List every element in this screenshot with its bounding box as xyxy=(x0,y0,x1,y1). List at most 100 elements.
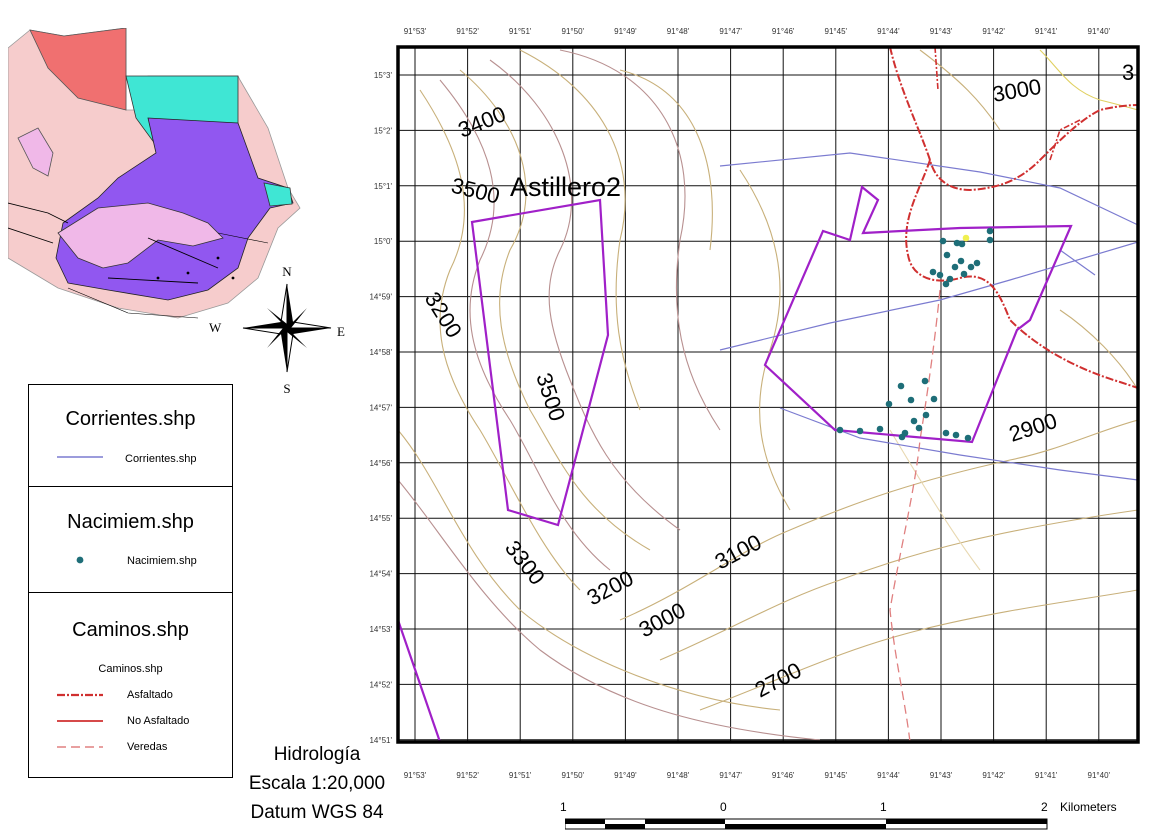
spring-dot xyxy=(876,425,884,433)
inset-locator-map xyxy=(8,28,320,338)
spring-dot xyxy=(936,271,944,279)
lat-tick: 14°55' xyxy=(369,514,392,523)
lon-tick-bottom: 91°41' xyxy=(1035,771,1058,780)
map-datum: Datum WGS 84 xyxy=(250,802,384,823)
spring-dot xyxy=(942,429,950,437)
legend-caminos-subtitle: Caminos.shp xyxy=(98,663,163,675)
lat-tick: 15°2' xyxy=(374,126,393,135)
legend-corrientes: Corrientes.shp Corrientes.shp xyxy=(28,384,233,488)
lon-tick-bottom: 91°43' xyxy=(930,771,953,780)
lon-tick-top: 91°45' xyxy=(825,27,848,36)
spring-dot xyxy=(836,426,844,434)
lat-ticks-left: 15°3'15°2'15°1'15°0'14°59'14°58'14°57'14… xyxy=(369,71,392,745)
lon-ticks-bottom: 91°53'91°52'91°51'91°50'91°49'91°48'91°4… xyxy=(404,771,1111,780)
map-frame xyxy=(396,45,1140,744)
main-map: 91°53'91°52'91°51'91°50'91°49'91°48'91°4… xyxy=(369,27,1140,780)
grid-lines xyxy=(398,47,1138,742)
boundary-fragment xyxy=(398,619,442,742)
map-title: Hidrología xyxy=(273,744,361,765)
contour-label: 3 xyxy=(1122,60,1134,85)
legend-caminos-item-2: Veredas xyxy=(127,741,168,753)
stream-line-icon xyxy=(57,456,103,458)
compass-n: N xyxy=(282,264,292,279)
lon-tick-bottom: 91°52' xyxy=(456,771,479,780)
lon-tick-top: 91°49' xyxy=(614,27,637,36)
spring-dot xyxy=(960,270,968,278)
spring-dot-icon xyxy=(76,556,84,564)
spring-dot xyxy=(943,251,951,259)
lat-tick: 14°59' xyxy=(369,293,392,302)
lat-tick: 14°56' xyxy=(369,459,392,468)
lon-tick-bottom: 91°45' xyxy=(825,771,848,780)
spring-dot xyxy=(939,237,947,245)
spring-dot xyxy=(946,275,954,283)
lat-tick: 15°3' xyxy=(374,71,393,80)
legend-corrientes-title: Corrientes.shp xyxy=(65,408,196,430)
map-scale-text: Escala 1:20,000 xyxy=(248,773,386,794)
boundary-polygon-east xyxy=(763,185,1073,444)
legend-corrientes-item: Corrientes.shp xyxy=(125,453,197,465)
site-label: Astillero2 xyxy=(510,172,621,202)
lat-tick: 14°54' xyxy=(369,570,392,579)
spring-dot xyxy=(964,434,972,442)
spring-dot xyxy=(930,395,938,403)
lon-tick-top: 91°48' xyxy=(667,27,690,36)
lon-tick-bottom: 91°46' xyxy=(772,771,795,780)
spring-dot xyxy=(986,227,994,235)
lat-tick: 14°58' xyxy=(369,348,392,357)
spring-dot xyxy=(951,263,959,271)
spring-dot xyxy=(929,268,937,276)
scalebar-label-2: 1 xyxy=(880,800,887,814)
paved-road-icon xyxy=(57,693,103,697)
spring-dot xyxy=(921,377,929,385)
scalebar-label-3: 2 xyxy=(1041,800,1048,814)
spring-dot xyxy=(973,259,981,267)
scalebar-unit: Kilometers xyxy=(1060,800,1117,814)
legend-caminos-item-1: No Asfaltado xyxy=(127,715,190,727)
lon-tick-top: 91°40' xyxy=(1088,27,1111,36)
compass-w: W xyxy=(209,320,222,335)
lon-tick-bottom: 91°47' xyxy=(719,771,742,780)
compass-e: E xyxy=(337,324,345,339)
spring-dot xyxy=(907,396,915,404)
lon-tick-bottom: 91°44' xyxy=(877,771,900,780)
spring-dot xyxy=(942,280,950,288)
legend-nacimiem-item: Nacimiem.shp xyxy=(127,555,197,567)
lon-tick-top: 91°41' xyxy=(1035,27,1058,36)
lon-tick-top: 91°47' xyxy=(719,27,742,36)
lon-tick-top: 91°43' xyxy=(930,27,953,36)
lat-tick: 15°1' xyxy=(374,182,393,191)
lon-tick-top: 91°44' xyxy=(877,27,900,36)
compass-rose: N S W E xyxy=(209,264,345,396)
legend-caminos-item-0: Asfaltado xyxy=(127,689,173,701)
spring-dot xyxy=(962,234,970,242)
spring-dot xyxy=(915,424,923,432)
lon-tick-bottom: 91°40' xyxy=(1088,771,1111,780)
legend-nacimiem: Nacimiem.shp Nacimiem.shp xyxy=(28,486,233,594)
spring-dot xyxy=(856,427,864,435)
spring-dot xyxy=(952,431,960,439)
trail-icon xyxy=(57,746,103,748)
lon-tick-top: 91°42' xyxy=(982,27,1005,36)
scalebar-label-1: 0 xyxy=(720,800,727,814)
lon-tick-bottom: 91°42' xyxy=(982,771,1005,780)
lon-tick-bottom: 91°49' xyxy=(614,771,637,780)
lat-tick: 14°51' xyxy=(369,736,392,745)
compass-star-icon xyxy=(242,283,332,373)
contour-lines xyxy=(398,49,1138,741)
lat-tick: 14°57' xyxy=(369,403,392,412)
unpaved-road-icon xyxy=(57,720,103,722)
boundary-astillero2 xyxy=(470,198,610,527)
legend-caminos: Caminos.shp Caminos.shp Asfaltado No Asf… xyxy=(28,592,233,778)
lon-tick-top: 91°53' xyxy=(404,27,427,36)
spring-dot xyxy=(910,417,918,425)
lon-tick-top: 91°50' xyxy=(562,27,585,36)
lon-tick-top: 91°46' xyxy=(772,27,795,36)
lat-tick: 14°52' xyxy=(369,680,392,689)
spring-dot xyxy=(986,236,994,244)
boundaries xyxy=(398,185,1073,742)
lon-tick-top: 91°52' xyxy=(456,27,479,36)
lon-tick-bottom: 91°48' xyxy=(667,771,690,780)
spring-dot xyxy=(958,240,966,248)
